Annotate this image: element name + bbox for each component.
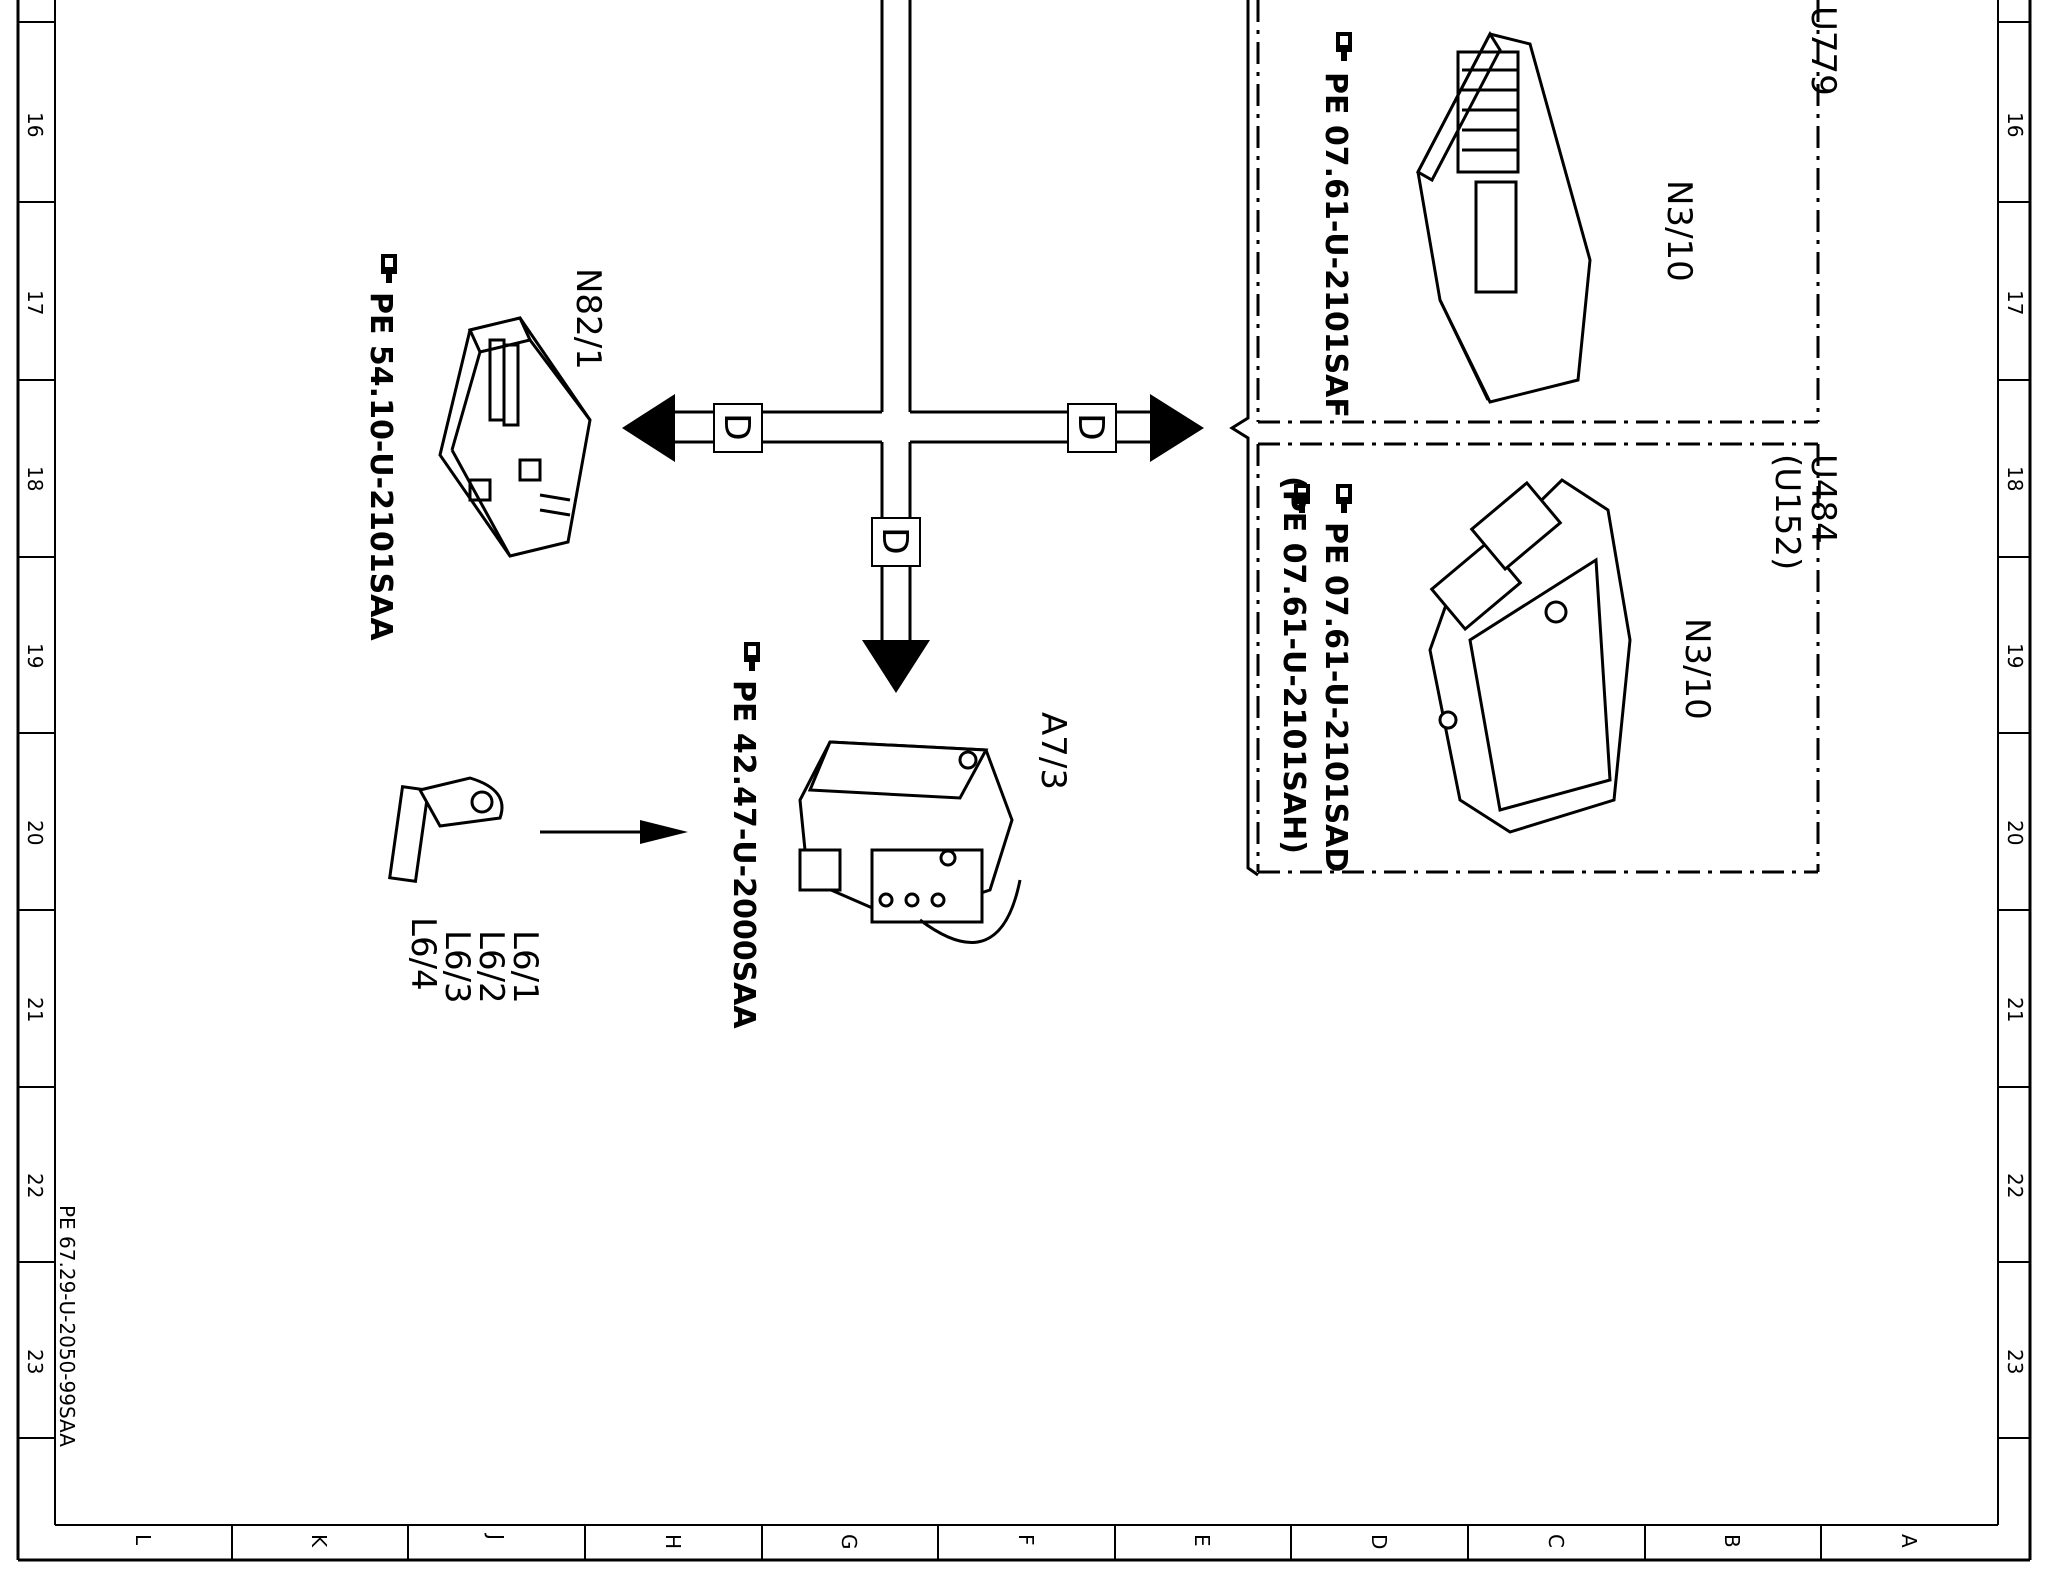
arrow-right-icon [640, 820, 688, 844]
row-number: 23 [23, 1349, 47, 1374]
variant-u779-contents: U779 N3/10 PE 07.61-U-2101SAF [1318, 6, 1843, 418]
column-letter: J [484, 1532, 508, 1540]
row-number: 21 [2003, 997, 2027, 1022]
row-number: 18 [2003, 466, 2027, 491]
pointing-hand-icon [1336, 32, 1352, 61]
component-l6-sensors: L6/1 L6/2 L6/3 L6/4 [388, 776, 688, 1004]
column-letters: L K J H G F E D C B A [131, 1532, 1921, 1550]
row-number: 20 [23, 820, 47, 845]
variant-box-u484 [1256, 442, 1820, 874]
row-number: 16 [23, 112, 47, 137]
variant-code: U779 [1803, 6, 1843, 96]
arrow-left-icon [622, 394, 675, 462]
row-number: 20 [2003, 820, 2027, 845]
arrow-down-icon [862, 640, 930, 693]
row-number: 19 [2003, 643, 2027, 668]
esp-hydraulic-unit-drawing [798, 740, 1022, 944]
row-number: 21 [23, 997, 47, 1022]
component-id: N3/10 [1659, 180, 1699, 282]
engine-control-unit-drawing [1428, 478, 1632, 834]
component-reference: PE 07.61-U-2101SAF [1318, 72, 1353, 418]
component-id: A7/3 [1033, 712, 1073, 790]
component-n82-1: N82/1 PE 54.10-U-2101SAA [363, 254, 608, 641]
sheet-reference: PE 67.29-U-2050-99SAA [55, 1205, 79, 1447]
battery-control-module-drawing [438, 316, 592, 558]
component-reference: (PE 07.61-U-2101SAH) [1276, 476, 1311, 854]
pointing-hand-icon [381, 254, 397, 283]
variant-box-u779 [1256, 0, 1820, 424]
row-number: 19 [23, 643, 47, 668]
column-letter: H [661, 1534, 685, 1549]
component-id: N82/1 [568, 268, 608, 370]
branch-label-text: D [1070, 413, 1111, 441]
component-id: L6/4 [403, 917, 443, 991]
pointing-hand-icon [1336, 484, 1352, 513]
component-reference: PE 54.10-U-2101SAA [363, 292, 398, 641]
row-number: 17 [2003, 290, 2027, 315]
branch-label-right: D [1067, 403, 1117, 453]
column-letter: E [1190, 1534, 1214, 1547]
column-letter: L [131, 1534, 155, 1546]
arrow-right-icon [1150, 394, 1204, 462]
branch-label-text: D [874, 527, 915, 555]
row-number: 22 [2003, 1173, 2027, 1198]
row-numbers-left: 16 17 18 19 20 21 22 23 [23, 112, 47, 1374]
variant-group [1229, 0, 1820, 877]
row-number: 17 [23, 290, 47, 315]
row-number: 22 [23, 1173, 47, 1198]
column-letter: A [1897, 1534, 1921, 1548]
branch-label-left: D [713, 403, 763, 453]
row-number: 23 [2003, 1349, 2027, 1374]
component-id: N3/10 [1677, 618, 1717, 720]
variant-u484-contents: U484 (U152) N3/10 PE 07.61-U-2101SAD (PE… [1276, 454, 1843, 872]
component-id: L6/2 [471, 930, 511, 1004]
sheet-frame [16, 0, 2032, 1562]
component-id: L6/1 [505, 930, 545, 1004]
column-letter: B [1720, 1534, 1744, 1548]
pointing-hand-icon [744, 642, 760, 671]
column-letter: D [1367, 1534, 1391, 1549]
component-id: L6/3 [437, 930, 477, 1004]
column-letter: K [307, 1534, 331, 1548]
column-letter: C [1544, 1534, 1568, 1548]
column-letter: F [1014, 1534, 1038, 1546]
variant-code-alt: (U152) [1767, 454, 1807, 570]
branch-label-down: D [871, 517, 921, 567]
component-reference: PE 42.47-U-2000SAA [726, 680, 761, 1029]
engine-control-unit-drawing [1416, 30, 1592, 404]
component-a7-3: A7/3 PE 42.47-U-2000SAA [726, 642, 1073, 1029]
row-number: 16 [2003, 112, 2027, 137]
row-number: 18 [23, 466, 47, 491]
branch-label-text: D [716, 413, 757, 441]
wheel-speed-sensor-drawing [388, 776, 504, 884]
variant-code: U484 [1803, 454, 1843, 544]
component-reference: PE 07.61-U-2101SAD [1318, 522, 1353, 872]
row-numbers-right: 16 17 18 19 20 21 22 23 [2003, 112, 2027, 1374]
column-letter: G [837, 1534, 861, 1550]
